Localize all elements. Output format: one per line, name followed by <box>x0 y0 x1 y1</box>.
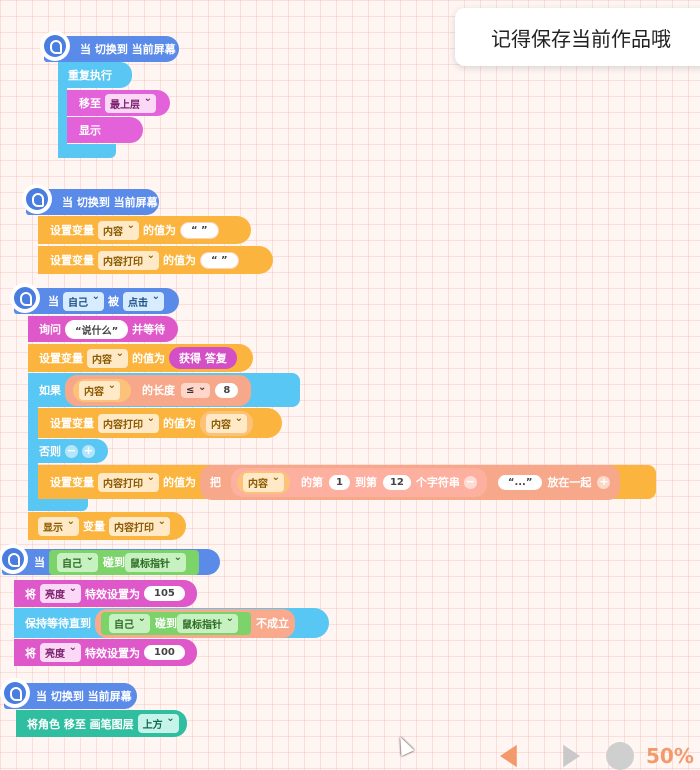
toast-message: 记得保存当前作品哦 <box>491 26 671 51</box>
repeat-arm <box>58 88 67 146</box>
variable-dropdown[interactable]: 内容打印 <box>98 413 159 433</box>
target-dropdown[interactable]: 鼠标指针 <box>125 552 186 572</box>
set-variable-answer-block[interactable]: 设置变量 内容 的值为 获得 答复 <box>28 344 253 372</box>
if-arm <box>28 406 38 440</box>
event-block-sprite-clicked[interactable]: 当 自己 被 点击 <box>10 283 179 314</box>
string-input[interactable]: “ ” <box>200 251 239 269</box>
sprite-dropdown[interactable]: 自己 <box>63 291 104 311</box>
set-variable-block-2[interactable]: 设置变量 内容打印 的值为 “ ” <box>38 246 273 274</box>
screen-switch-icon <box>4 682 26 704</box>
screen-switch-icon <box>2 548 24 570</box>
variable-dropdown[interactable]: 内容 <box>87 348 128 368</box>
variable-dropdown[interactable]: 内容 <box>98 220 139 240</box>
add-arg-icon[interactable]: + <box>597 474 611 489</box>
layer-position-dropdown[interactable]: 上方 <box>137 713 179 733</box>
set-effect-block-2[interactable]: 将 亮度 特效设置为 100 <box>14 639 197 666</box>
layer-dropdown[interactable]: 最上层 <box>105 93 156 113</box>
show-dropdown[interactable]: 显示 <box>38 516 79 536</box>
not-condition[interactable]: 自己 碰到 鼠标指针 不成立 <box>95 608 295 638</box>
string-input[interactable]: “...” <box>497 474 543 490</box>
join-reporter[interactable]: 把 内容 的第 1 到第 12 个字符串 − “...” 放在一起 + <box>200 464 621 500</box>
remove-arg-icon[interactable]: − <box>463 474 477 489</box>
pointer-hand-icon <box>14 287 36 309</box>
get-answer-reporter[interactable]: 获得 答复 <box>169 347 237 369</box>
touching-condition[interactable]: 自己 碰到 鼠标指针 <box>49 549 199 575</box>
remove-branch-icon[interactable]: − <box>65 443 78 458</box>
else-label-row: 否则 − + <box>28 439 108 463</box>
zoom-reset-icon[interactable] <box>606 742 634 770</box>
effect-dropdown[interactable]: 亮度 <box>40 583 81 603</box>
variable-reporter[interactable]: 内容 <box>237 470 290 494</box>
save-reminder-toast: 记得保存当前作品哦 <box>455 8 700 66</box>
variable-dropdown[interactable]: 内容打印 <box>109 516 170 536</box>
event-block-touch[interactable]: 当 自己 碰到 鼠标指针 <box>0 544 220 575</box>
from-index-input[interactable]: 1 <box>329 474 350 490</box>
event-block-screen-switch-2[interactable]: 当 切换到 当前屏幕 <box>22 184 159 215</box>
show-block[interactable]: 显示 <box>67 117 143 143</box>
ask-and-wait-block[interactable]: 询问 “说什么” 并等待 <box>28 316 178 342</box>
sprite-dropdown[interactable]: 自己 <box>57 552 98 572</box>
event-icon <box>0 544 28 574</box>
else-arm <box>28 462 38 502</box>
event-block-screen-switch-1[interactable]: 当 切换到 当前屏幕 <box>40 31 179 62</box>
move-to-pen-layer-block[interactable]: 将角色 移至 画笔图层 上方 <box>16 710 187 737</box>
number-input[interactable]: 8 <box>215 382 239 398</box>
event-icon <box>40 31 70 61</box>
if-foot <box>28 499 88 511</box>
variable-reporter[interactable]: 内容 <box>200 410 253 436</box>
effect-dropdown[interactable]: 亮度 <box>40 642 81 662</box>
action-dropdown[interactable]: 点击 <box>123 291 164 311</box>
set-effect-block-1[interactable]: 将 亮度 特效设置为 105 <box>14 580 197 607</box>
add-branch-icon[interactable]: + <box>82 443 95 458</box>
operator-dropdown[interactable]: ≤ <box>181 382 211 398</box>
screen-switch-icon <box>44 35 66 57</box>
redo-icon[interactable] <box>563 744 580 768</box>
variable-dropdown[interactable]: 内容打印 <box>98 472 159 492</box>
set-variable-block-1[interactable]: 设置变量 内容 的值为 “ ” <box>38 216 251 244</box>
event-block-screen-switch-3[interactable]: 当 切换到 当前屏幕 <box>0 678 137 709</box>
screen-switch-icon <box>26 188 48 210</box>
effect-value-input[interactable]: 105 <box>144 586 185 601</box>
repeat-forever-block[interactable]: 重复执行 <box>58 62 132 88</box>
show-variable-block[interactable]: 显示 变量 内容打印 <box>28 512 186 540</box>
zoom-level: 50% <box>646 744 694 768</box>
variable-dropdown[interactable]: 内容 <box>79 380 120 400</box>
event-icon <box>10 283 40 313</box>
sprite-dropdown[interactable]: 自己 <box>109 613 150 633</box>
undo-icon[interactable] <box>500 744 517 768</box>
mouse-cursor-icon <box>393 733 415 757</box>
effect-value-input[interactable]: 100 <box>144 645 185 660</box>
length-reporter[interactable]: 内容 <box>73 378 131 402</box>
compare-condition[interactable]: 内容 的长度 ≤ 8 <box>65 374 252 406</box>
move-to-layer-block[interactable]: 移至 最上层 <box>67 90 170 116</box>
set-variable-join-block[interactable]: 设置变量 内容打印 的值为 把 内容 的第 1 到第 12 个字符串 − “..… <box>38 464 656 500</box>
question-input[interactable]: “说什么” <box>65 319 129 339</box>
set-variable-print-block[interactable]: 设置变量 内容打印 的值为 内容 <box>38 408 282 438</box>
event-icon <box>0 678 30 708</box>
variable-dropdown[interactable]: 内容打印 <box>98 250 159 270</box>
event-icon <box>22 184 52 214</box>
string-input[interactable]: “ ” <box>180 221 219 239</box>
repeat-foot <box>58 144 116 158</box>
to-index-input[interactable]: 12 <box>382 474 411 490</box>
wait-until-block[interactable]: 保持等待直到 自己 碰到 鼠标指针 不成立 <box>14 608 329 638</box>
target-dropdown[interactable]: 鼠标指针 <box>177 613 238 633</box>
touching-condition[interactable]: 自己 碰到 鼠标指针 <box>101 611 251 635</box>
if-else-block[interactable]: 如果 内容 的长度 ≤ 8 <box>28 373 300 407</box>
substring-reporter[interactable]: 内容 的第 1 到第 12 个字符串 − <box>231 467 487 497</box>
